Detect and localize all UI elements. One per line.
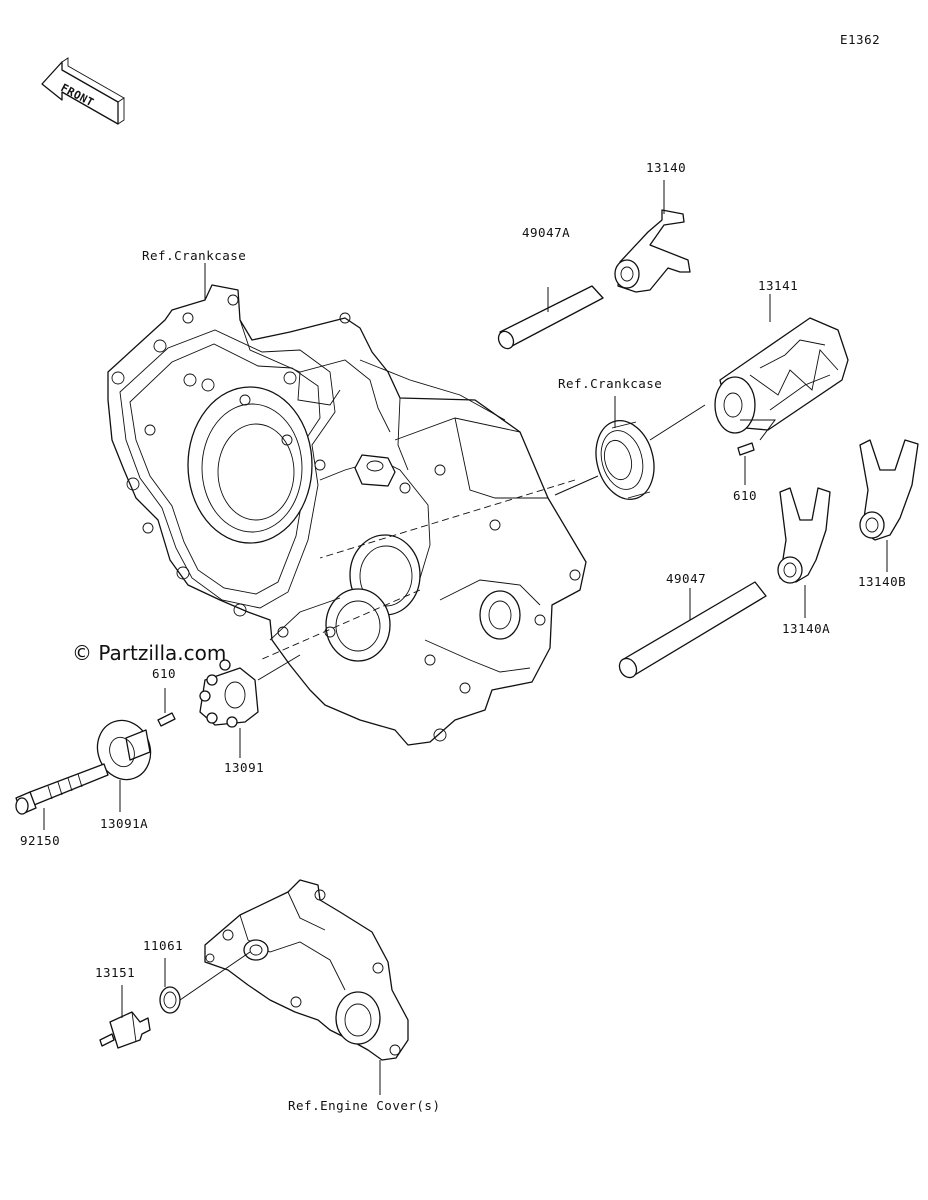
bearing-illustration — [595, 396, 655, 500]
label-ref-crankcase-1: Ref.Crankcase — [142, 248, 246, 263]
label-610-right: 610 — [733, 488, 757, 503]
shift-drum-cam-13091-illustration — [199, 659, 259, 758]
neutral-switch-13151-illustration — [99, 985, 151, 1049]
label-11061: 11061 — [143, 938, 183, 953]
front-arrow-icon: FRONT — [41, 57, 125, 125]
label-92150: 92150 — [20, 833, 60, 848]
crankcase-illustration — [107, 284, 587, 746]
shift-rod-49047A-illustration — [497, 285, 604, 350]
label-13141: 13141 — [758, 278, 798, 293]
label-13140B: 13140B — [858, 574, 906, 589]
bolt-92150-illustration — [15, 763, 109, 830]
label-13151: 13151 — [95, 965, 135, 980]
label-49047A: 49047A — [522, 225, 570, 240]
engine-cover-illustration — [204, 879, 409, 1095]
label-13091A: 13091A — [100, 816, 148, 831]
label-13091: 13091 — [224, 760, 264, 775]
pin-610-right-illustration — [737, 442, 755, 485]
label-610-left: 610 — [152, 666, 176, 681]
shift-fork-13140-illustration — [614, 180, 691, 293]
label-ref-engine-cover: Ref.Engine Cover(s) — [288, 1098, 441, 1113]
washer-11061-illustration — [159, 951, 251, 1014]
watermark: © Partzilla.com — [72, 641, 226, 665]
shift-drum-13141-illustration — [714, 294, 849, 441]
label-13140A: 13140A — [782, 621, 830, 636]
label-ref-crankcase-2: Ref.Crankcase — [558, 376, 662, 391]
label-13140: 13140 — [646, 160, 686, 175]
shift-drum-holder-13091A-illustration — [96, 719, 152, 812]
diagram-code: E1362 — [840, 32, 880, 47]
shift-rod-49047-illustration — [618, 581, 767, 679]
label-49047: 49047 — [666, 571, 706, 586]
shift-fork-13140A-illustration — [777, 487, 831, 618]
shift-fork-13140B-illustration — [859, 439, 919, 572]
pin-610-left-illustration — [157, 688, 176, 727]
